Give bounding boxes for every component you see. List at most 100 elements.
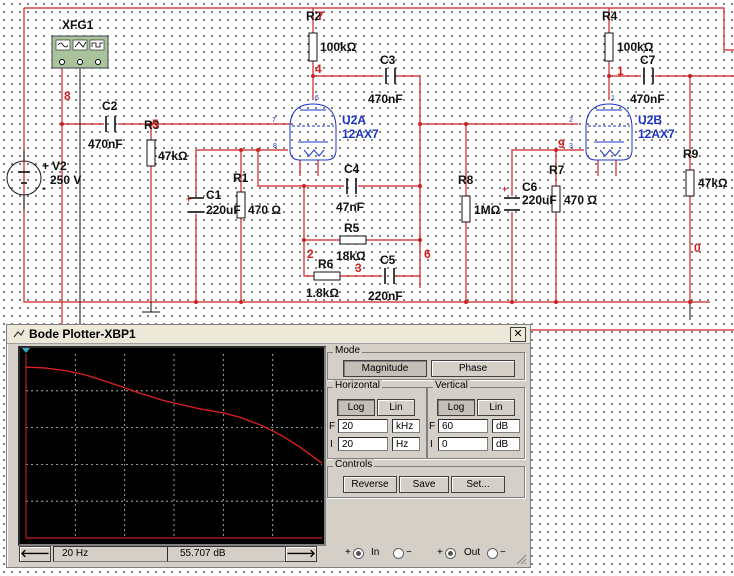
close-button[interactable]: ✕ <box>510 327 526 342</box>
bode-plotter-window[interactable]: Bode Plotter-XBP1 ✕ 🡐 20 Hz 55.707 dB 🡒 … <box>6 324 531 568</box>
reverse-button[interactable]: Reverse <box>343 476 397 493</box>
horizontal-final-unit[interactable]: kHz <box>392 419 420 433</box>
pin-6: 6 <box>315 95 319 102</box>
horizontal-initial-input[interactable]: 20 <box>338 437 388 451</box>
r4-value: 100kΩ <box>617 40 654 54</box>
horizontal-initial-unit[interactable]: Hz <box>392 437 420 451</box>
vertical-group <box>427 387 525 459</box>
horizontal-lin-button[interactable]: Lin <box>377 399 415 416</box>
net-1: 1 <box>617 64 624 78</box>
out-minus-terminal[interactable] <box>487 548 498 559</box>
net-7: 7 <box>317 9 324 23</box>
r9-ref: R9 <box>683 147 699 161</box>
u2a-value: 12AX7 <box>342 127 379 141</box>
vertical-lin-button[interactable]: Lin <box>477 399 515 416</box>
vertical-final-input[interactable]: 60 <box>438 419 488 433</box>
pin-8: 8 <box>273 143 277 150</box>
net-9: 9 <box>558 137 565 151</box>
r1-ref: R1 <box>233 171 249 185</box>
magnitude-curve <box>25 366 323 464</box>
v2-value: 250 V <box>50 173 81 187</box>
horizontal-log-button[interactable]: Log <box>337 399 375 416</box>
out-label: Out <box>464 547 481 558</box>
pin-7: 7 <box>272 117 276 124</box>
r5-ref: R5 <box>344 221 360 235</box>
bode-plot <box>22 348 323 539</box>
vertical-initial-label: I <box>430 439 433 450</box>
v2-plus-label: + <box>42 159 49 173</box>
set-button[interactable]: Set... <box>451 476 505 493</box>
c6-ref: C6 <box>522 180 538 194</box>
out-minus-label: − <box>500 547 506 558</box>
function-generator-symbol <box>51 35 109 69</box>
c4-ref: C4 <box>344 162 360 176</box>
c6-value: 220uF <box>522 193 557 207</box>
r2-value: 100kΩ <box>320 40 357 54</box>
resize-grip-icon[interactable] <box>515 553 527 565</box>
r2-ref: R2 <box>306 9 322 23</box>
vertical-final-unit[interactable]: dB <box>492 419 520 433</box>
v2-label: V2 <box>52 159 67 173</box>
source-symbol-circle <box>6 160 42 196</box>
c2-value: 470nF <box>88 137 123 151</box>
u2b-ref: U2B <box>638 113 662 127</box>
bode-app-icon <box>13 329 25 338</box>
r8-ref: R8 <box>458 173 474 187</box>
vertical-initial-input[interactable]: 0 <box>438 437 488 451</box>
svg-text:+: + <box>186 194 191 204</box>
in-plus-terminal[interactable] <box>353 548 364 559</box>
title-bar[interactable]: Bode Plotter-XBP1 ✕ <box>7 325 530 344</box>
pin-3: 3 <box>569 143 573 150</box>
net-3: 3 <box>355 261 362 275</box>
c2-ref: C2 <box>102 99 118 113</box>
horizontal-group-label: Horizontal <box>333 380 383 391</box>
magnitude-readout: 55.707 dB <box>167 546 293 562</box>
r5-value: 18kΩ <box>336 249 366 263</box>
mode-group <box>327 352 525 380</box>
in-minus-terminal[interactable] <box>393 548 404 559</box>
r6-value: 1.8kΩ <box>306 286 339 300</box>
bode-plot-screen[interactable] <box>18 346 326 546</box>
r3-value: 47kΩ <box>158 149 188 163</box>
c7-value: 470nF <box>630 92 665 106</box>
c4-value: 47nF <box>336 200 364 214</box>
svg-text:+: + <box>502 184 507 194</box>
net-8: 8 <box>64 89 71 103</box>
in-plus-label: + <box>345 547 351 558</box>
v2-minus-label: - <box>42 181 46 195</box>
c5-ref: C5 <box>380 253 396 267</box>
out-plus-terminal[interactable] <box>445 548 456 559</box>
phase-button[interactable]: Phase <box>431 360 515 377</box>
window-title: Bode Plotter-XBP1 <box>29 327 136 341</box>
cursor-right-button[interactable]: 🡒 <box>285 546 317 562</box>
out-plus-label: + <box>437 547 443 558</box>
controls-group <box>327 466 525 498</box>
net-4: 4 <box>315 62 322 76</box>
plot-axes <box>25 354 322 539</box>
horizontal-final-input[interactable]: 20 <box>338 419 388 433</box>
vertical-log-button[interactable]: Log <box>437 399 475 416</box>
pin-1: 1 <box>611 95 615 102</box>
controls-group-label: Controls <box>333 459 375 470</box>
in-label: In <box>371 547 380 558</box>
cursor-left-button[interactable]: 🡐 <box>19 546 51 562</box>
net-6: 6 <box>424 247 431 261</box>
save-button[interactable]: Save <box>399 476 449 493</box>
vertical-final-label: F <box>429 421 436 432</box>
frequency-readout: 20 Hz <box>53 546 171 562</box>
r9-value: 47kΩ <box>698 176 728 190</box>
vertical-initial-unit[interactable]: dB <box>492 437 520 451</box>
r3-ref: R3 <box>144 118 160 132</box>
r7-value: 470 Ω <box>564 193 597 207</box>
pin-2: 2 <box>569 117 573 124</box>
r7-ref: R7 <box>549 163 565 177</box>
r6-ref: R6 <box>318 257 334 271</box>
c1-ref: C1 <box>206 188 222 202</box>
u2a-ref: U2A <box>342 113 366 127</box>
c3-ref: C3 <box>380 53 396 67</box>
horizontal-final-label: F <box>329 421 336 432</box>
magnitude-button[interactable]: Magnitude <box>343 360 427 377</box>
c3-value: 470nF <box>368 92 403 106</box>
xfg1-label: XFG1 <box>62 18 94 32</box>
r8-value: 1MΩ <box>474 203 501 217</box>
